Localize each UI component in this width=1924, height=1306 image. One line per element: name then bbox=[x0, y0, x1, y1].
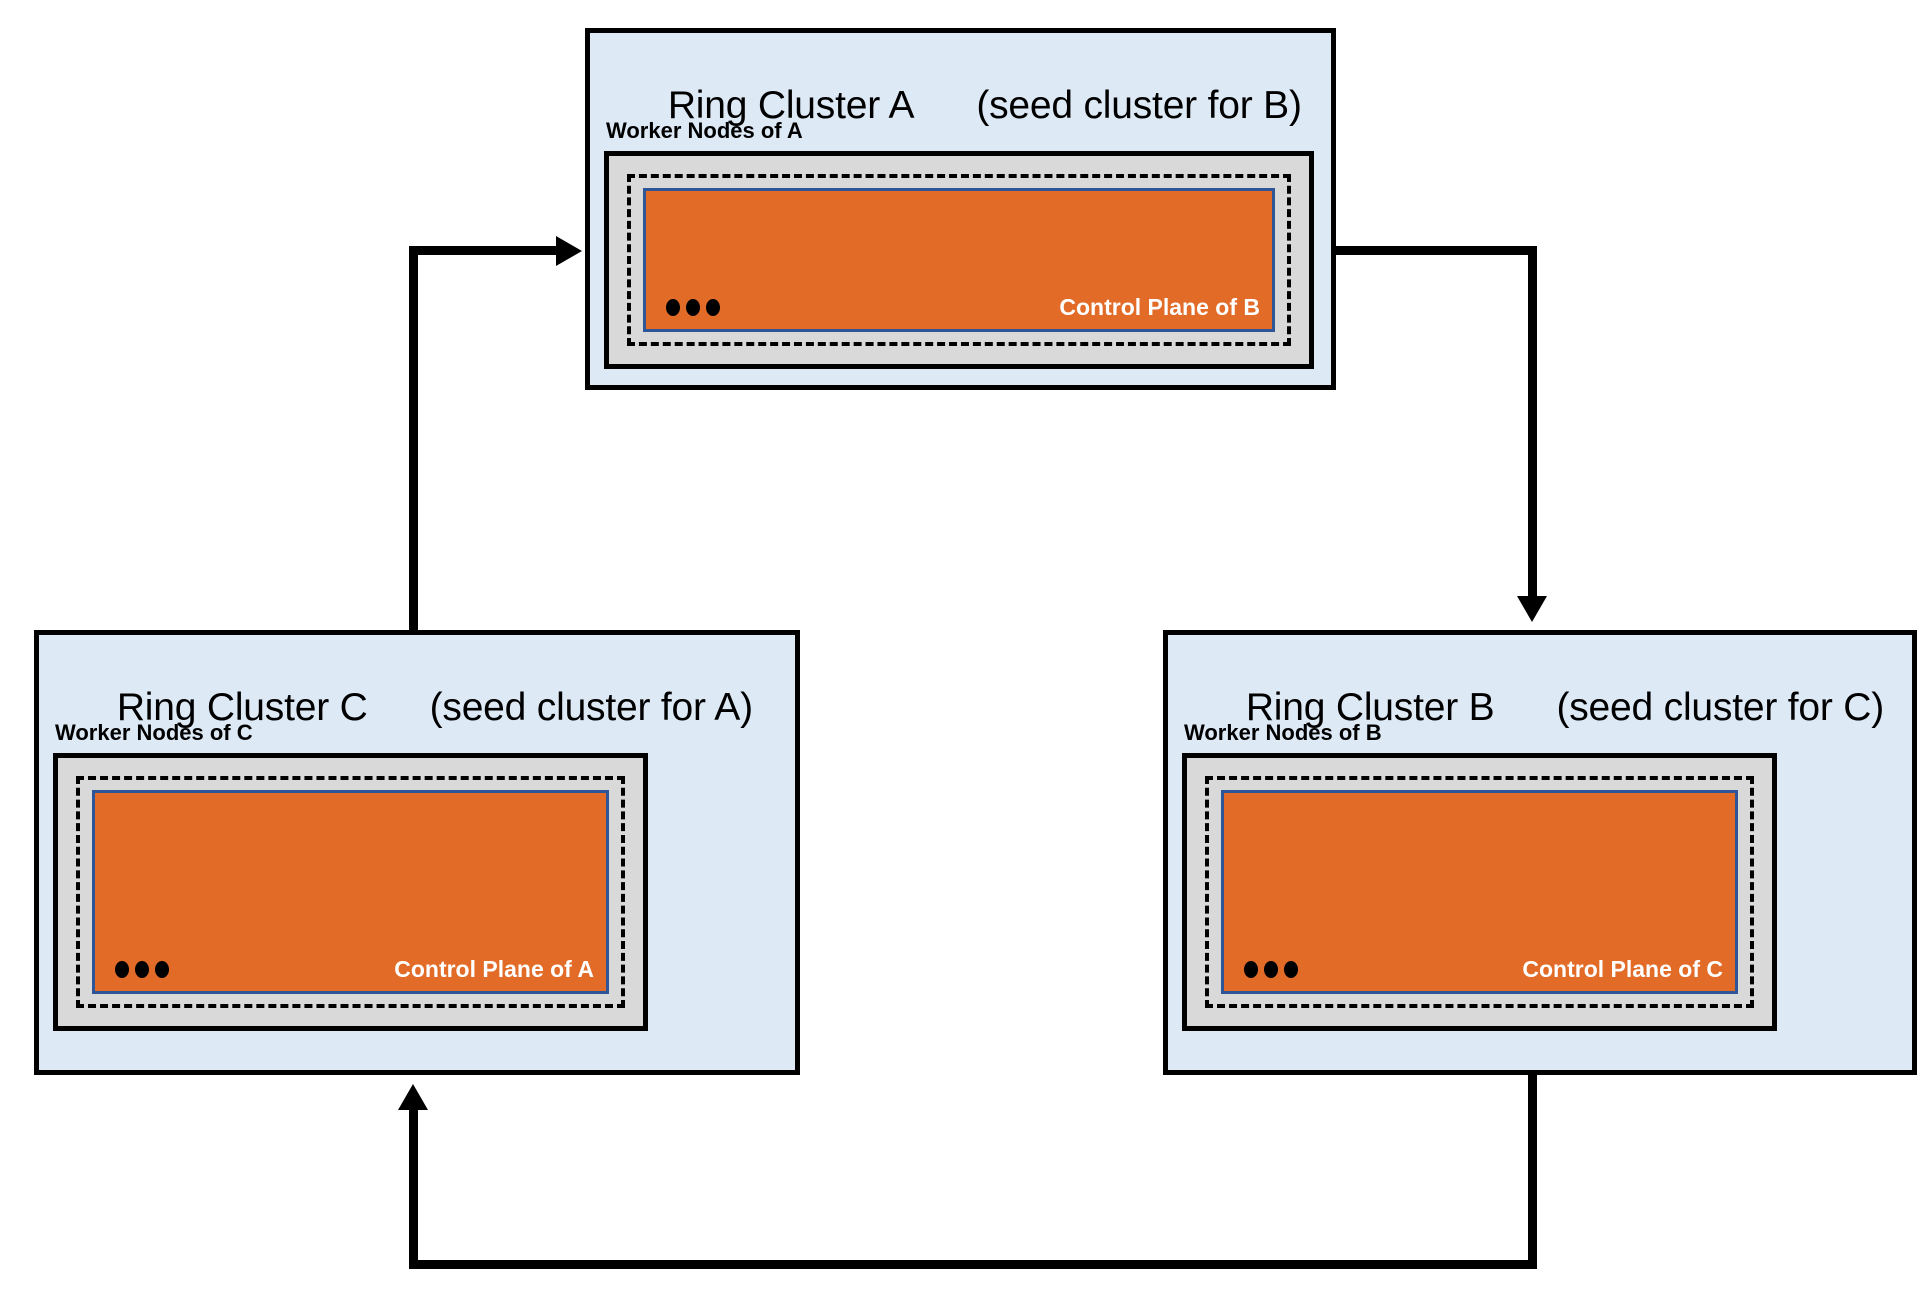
cluster-c-worker-nodes-label: Worker Nodes of C bbox=[55, 720, 253, 745]
cluster-a-ellipsis-icon bbox=[666, 299, 720, 316]
cluster-b-worker-nodes-label: Worker Nodes of B bbox=[1184, 720, 1382, 745]
connector-a-to-b-vertical bbox=[1528, 246, 1537, 596]
arrowhead-into-cluster-c-icon bbox=[398, 1084, 428, 1110]
connector-b-to-c-vertical-right bbox=[1528, 1070, 1537, 1269]
connector-c-to-a-vertical bbox=[409, 251, 418, 951]
cluster-a-control-plane-of-b[interactable]: Control Plane of B bbox=[643, 188, 1275, 332]
cluster-b-control-plane-label: Control Plane of C bbox=[1522, 956, 1723, 982]
ring-cluster-a[interactable]: Ring Cluster A (seed cluster for B) Worke… bbox=[585, 28, 1336, 390]
cluster-b-name: Ring Cluster B bbox=[1245, 685, 1495, 729]
cluster-a-control-plane-label: Control Plane of B bbox=[1059, 294, 1260, 320]
cluster-a-seed-note: (seed cluster for B) bbox=[976, 83, 1302, 127]
cluster-c-seed-note: (seed cluster for A) bbox=[429, 685, 753, 729]
cluster-b-ellipsis-icon bbox=[1244, 961, 1298, 978]
cluster-a-name: Ring Cluster A bbox=[667, 83, 915, 127]
cluster-a-worker-nodes-box: Control Plane of B bbox=[604, 151, 1314, 369]
cluster-a-worker-nodes-label: Worker Nodes of A bbox=[606, 118, 803, 143]
arrowhead-into-cluster-a-icon bbox=[556, 236, 582, 266]
cluster-a-title: Ring Cluster A (seed cluster for B) bbox=[604, 39, 1302, 174]
cluster-c-title: Ring Cluster C (seed cluster for A) bbox=[53, 641, 753, 776]
cluster-b-node-group-dashed-box: Control Plane of C bbox=[1205, 776, 1754, 1008]
cluster-c-node-group-dashed-box: Control Plane of A bbox=[76, 776, 625, 1008]
cluster-c-name: Ring Cluster C bbox=[116, 685, 368, 729]
cluster-c-control-plane-label: Control Plane of A bbox=[394, 956, 594, 982]
cluster-b-seed-note: (seed cluster for C) bbox=[1556, 685, 1885, 729]
connector-b-to-c-horizontal bbox=[409, 1260, 1537, 1269]
connector-c-to-a-horizontal bbox=[409, 246, 557, 255]
cluster-b-title: Ring Cluster B (seed cluster for C) bbox=[1182, 641, 1884, 776]
cluster-c-ellipsis-icon bbox=[115, 961, 169, 978]
cluster-c-control-plane-of-a[interactable]: Control Plane of A bbox=[92, 790, 609, 994]
ring-cluster-b[interactable]: Ring Cluster B (seed cluster for C) Worke… bbox=[1163, 630, 1917, 1075]
ring-cluster-c[interactable]: Ring Cluster C (seed cluster for A) Worke… bbox=[34, 630, 800, 1075]
cluster-b-worker-nodes-box: Control Plane of C bbox=[1182, 753, 1777, 1031]
cluster-b-control-plane-of-c[interactable]: Control Plane of C bbox=[1221, 790, 1738, 994]
connector-a-to-b-horizontal bbox=[1336, 246, 1537, 255]
arrowhead-into-cluster-b-icon bbox=[1517, 596, 1547, 622]
connector-b-to-c-vertical-left bbox=[409, 1110, 418, 1265]
cluster-c-worker-nodes-box: Control Plane of A bbox=[53, 753, 648, 1031]
cluster-a-node-group-dashed-box: Control Plane of B bbox=[627, 174, 1291, 346]
